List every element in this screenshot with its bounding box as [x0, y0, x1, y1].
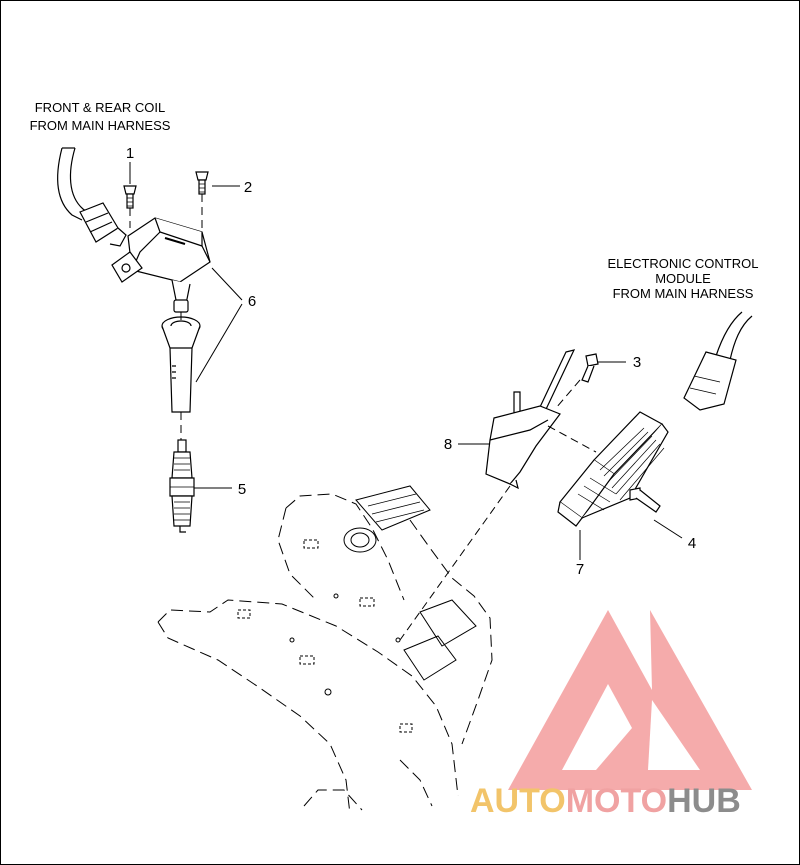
- ecm-bracket: [485, 349, 576, 490]
- engine-frame-outline: [157, 493, 493, 815]
- screw-1: [123, 185, 137, 209]
- screw-2: [195, 171, 209, 195]
- callout-8: 8: [444, 436, 452, 453]
- coil-assembly-lines: [129, 194, 203, 440]
- ecm-harness-label-line2: MODULE: [655, 271, 711, 286]
- ignition-coil: [111, 217, 211, 313]
- spark-plug-boot: [161, 316, 201, 413]
- ecm-harness-label-line3: FROM MAIN HARNESS: [613, 286, 754, 301]
- callout-2: 2: [244, 179, 252, 196]
- logo-text-auto: AUTO: [470, 782, 566, 820]
- callout-5: 5: [238, 481, 246, 498]
- logo-text-moto: MOTO: [566, 782, 667, 820]
- ecm-assembly-lines: [399, 379, 597, 641]
- ecm-module: [557, 411, 669, 527]
- callout-7: 7: [576, 561, 584, 578]
- coil-harness-wire: [57, 147, 91, 221]
- coil-harness-label-line1: FRONT & REAR COIL: [35, 100, 166, 115]
- automotohub-logo: AUTOMOTOHUB: [470, 610, 752, 820]
- ecm-connector: [683, 351, 737, 411]
- engine-details: [237, 485, 477, 733]
- ecm-harness-label-line1: ELECTRONIC CONTROL: [608, 256, 759, 271]
- ecm-harness-wire: [715, 311, 753, 361]
- coil-connector: [79, 202, 127, 247]
- callout-4: 4: [688, 535, 696, 552]
- logo-text: AUTOMOTOHUB: [470, 782, 741, 820]
- callout-6: 6: [248, 293, 256, 310]
- leader-lines: [129, 162, 683, 560]
- screw-4: [629, 487, 661, 513]
- logo-text-hub: HUB: [667, 782, 741, 820]
- coil-harness-label-line2: FROM MAIN HARNESS: [30, 118, 171, 133]
- spark-plug: [169, 439, 195, 533]
- callout-1: 1: [126, 145, 134, 162]
- screw-3: [581, 353, 599, 383]
- callout-3: 3: [633, 354, 641, 371]
